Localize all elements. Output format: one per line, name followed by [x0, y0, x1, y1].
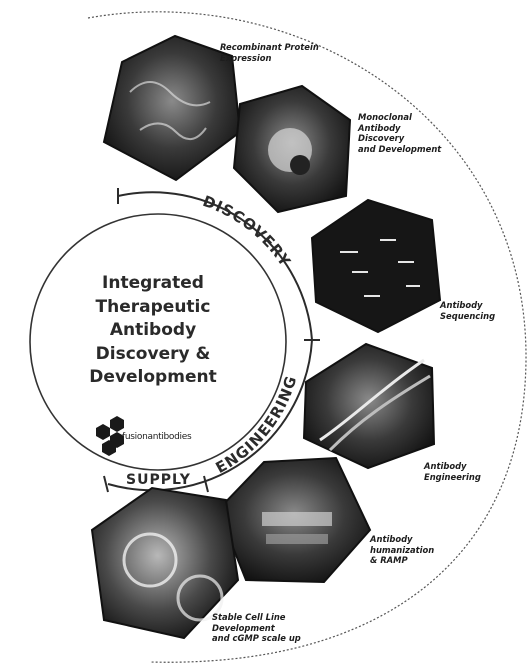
- logo-icon: [96, 416, 124, 456]
- step-label-line: Expression: [220, 52, 272, 63]
- step-label-line: Development: [212, 622, 275, 633]
- center-title: Integrated Therapeutic Antibody Discover…: [58, 272, 248, 390]
- step-label-recombinant-protein: Recombinant Protein Expression: [220, 42, 319, 63]
- tile-monoclonal-antibody: [232, 84, 352, 214]
- step-label-line: Antibody: [440, 300, 483, 310]
- center-title-line: Discovery &: [95, 343, 211, 364]
- step-label-line: Engineering: [424, 471, 481, 482]
- tile-antibody-sequencing: [310, 198, 442, 334]
- center-title-line: Antibody: [109, 320, 197, 340]
- step-label-line: Recombinant Protein: [220, 42, 319, 52]
- step-label-line: Discovery: [358, 133, 405, 143]
- step-label-line: humanization: [370, 544, 435, 555]
- phase-dividers: [103, 188, 320, 493]
- tile-antibody-humanization: [216, 456, 372, 584]
- step-label-line: Antibody: [370, 534, 413, 544]
- center-title-line: Therapeutic: [95, 296, 211, 317]
- step-label-stable-cell-line: Stable Cell Line Development and cGMP sc…: [212, 612, 301, 644]
- tile-stable-cell-line: [90, 486, 240, 640]
- step-label-line: Antibody: [424, 461, 467, 471]
- center-title-line: Development: [89, 367, 217, 387]
- tile-antibody-engineering: [302, 342, 436, 470]
- center-title-line: Integrated: [102, 273, 204, 293]
- step-label-line: Sequencing: [440, 310, 496, 321]
- step-label-monoclonal-antibody: Monoclonal Antibody Discovery and Develo…: [358, 112, 441, 154]
- step-label-antibody-engineering: Antibody Engineering: [424, 461, 481, 482]
- outer-arc: [87, 11, 527, 663]
- step-label-line: Antibody: [358, 122, 401, 133]
- step-label-antibody-sequencing: Antibody Sequencing: [440, 300, 495, 321]
- center-circle: [29, 213, 287, 471]
- logo-text: fusionantibodies: [122, 432, 192, 442]
- step-label-line: & RAMP: [370, 555, 408, 565]
- step-label-line: Monoclonal: [358, 112, 412, 122]
- step-label-antibody-humanization: Antibody humanization & RAMP: [370, 534, 434, 566]
- step-label-line: and Development: [358, 143, 442, 154]
- step-label-line: and cGMP scale up: [212, 633, 301, 643]
- phase-label-supply: SUPPLY: [126, 472, 191, 488]
- step-label-line: Stable Cell Line: [212, 612, 286, 622]
